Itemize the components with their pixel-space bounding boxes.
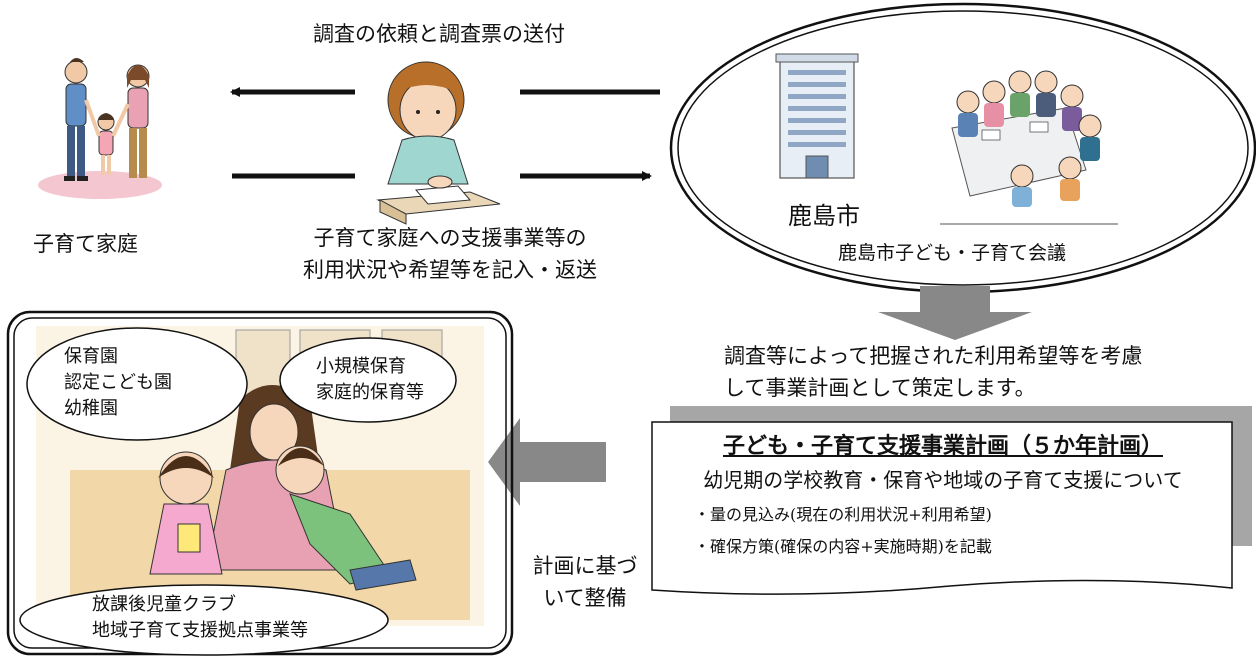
family-illustration — [38, 58, 162, 199]
facilities-box — [6, 310, 514, 656]
build-label: 計画に基づ いて整備 — [520, 550, 650, 614]
facility-home-care: 家庭的保育等 — [316, 382, 424, 403]
build-label-line1: 計画に基づ — [532, 554, 638, 578]
plan-box — [651, 406, 1252, 595]
meeting-illustration — [951, 70, 1102, 207]
facility-oval-2 — [279, 337, 457, 423]
city-label: 鹿島市 — [788, 202, 860, 230]
return-label: 子育て家庭への支援事業等の 利用状況や希望等を記入・返送 — [280, 222, 620, 286]
family-label: 子育て家庭 — [33, 232, 138, 256]
facility-group-3: 放課後児童クラブ 地域子育て支援拠点事業等 — [92, 592, 308, 644]
facility-kindergarten: 幼稚園 — [64, 398, 118, 419]
council-label: 鹿島市子ども・子育て会議 — [838, 242, 1067, 264]
plan-item-2: ・確保方策(確保の内容+実施時期)を記載 — [694, 537, 992, 556]
facility-oval-1 — [26, 327, 248, 441]
plan-content: 子ども・子育て支援事業計画（５か年計画） 幼児期の学校教育・保育や地域の子育て支… — [660, 428, 1226, 557]
build-label-line2: いて整備 — [543, 586, 627, 610]
return-label-line2: 利用状況や希望等を記入・返送 — [303, 258, 597, 282]
request-label: 調査の依頼と調査票の送付 — [313, 22, 565, 46]
plan-title: 子ども・子育て支援事業計画（５か年計画） — [722, 434, 1163, 459]
facility-afterschool-club: 放課後児童クラブ — [92, 594, 236, 615]
plan-item-1: ・量の見込み(現在の利用状況+利用希望) — [694, 505, 992, 524]
city-building-illustration — [775, 53, 859, 179]
left-arrow — [488, 418, 606, 506]
plan-subtitle: 幼児期の学校教育・保育や地域の子育て支援について — [703, 468, 1183, 492]
consider-line1: 調査等によって把握された利用希望等を考慮 — [724, 344, 1143, 368]
facility-group-2: 小規模保育 家庭的保育等 — [316, 354, 424, 406]
woman-writing-illustration — [376, 61, 501, 225]
facility-certified-kodomoen: 認定こども園 — [64, 372, 172, 393]
facility-group-1: 保育園 認定こども園 幼稚園 — [64, 344, 172, 422]
facility-oval-3 — [19, 584, 389, 656]
facility-small-scale: 小規模保育 — [316, 356, 406, 377]
facility-nursery: 保育園 — [64, 346, 118, 367]
facility-community-support: 地域子育て支援拠点事業等 — [92, 620, 308, 641]
down-arrow — [878, 286, 1032, 340]
return-label-line1: 子育て家庭への支援事業等の — [313, 226, 587, 250]
consider-line2: して事業計画として策定します。 — [724, 376, 1036, 400]
consider-text: 調査等によって把握された利用希望等を考慮 して事業計画として策定します。 — [724, 340, 1142, 404]
mother-children-illustration — [149, 385, 417, 591]
flow-arrows-top — [230, 87, 660, 181]
